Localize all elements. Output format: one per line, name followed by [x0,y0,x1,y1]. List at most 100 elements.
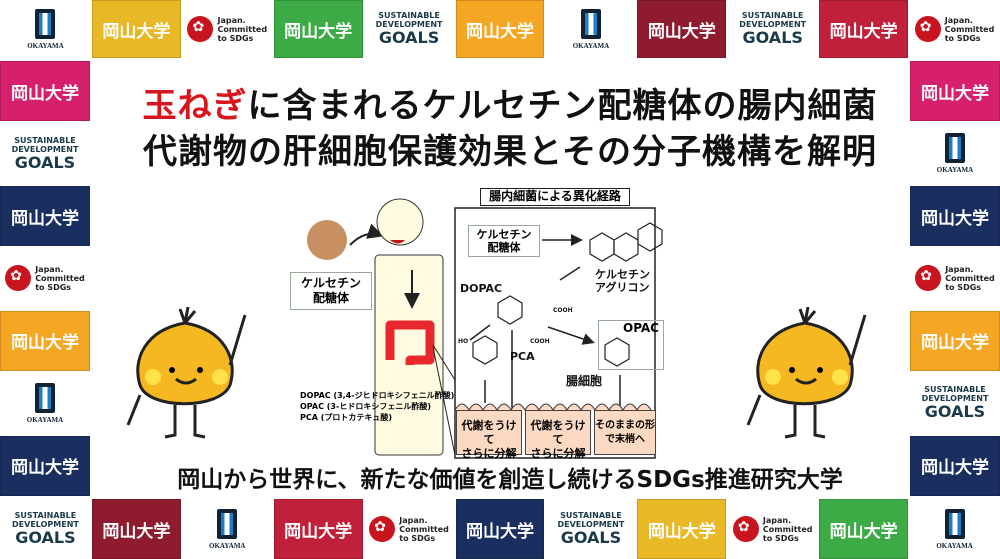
aglycone-label: ケルセチン アグリコン [595,268,650,294]
okayama-univ-label: 岡山大学 [465,521,534,542]
headline-highlight: 玉ねぎ [142,86,248,126]
okayama-univ-tile: 岡山大学 [819,499,909,559]
okayama-logo-text: OKAYAMA [936,166,974,175]
okayama-univ-label: 岡山大学 [921,458,989,479]
okayama-univ-label: 岡山大学 [647,521,716,542]
pca-ring [472,335,498,365]
okayama-univ-tile: 岡山大学 [637,499,727,559]
okayama-univ-label: 岡山大学 [102,521,171,542]
dopac-ring [497,295,523,325]
okayama-univ-label: 岡山大学 [921,208,989,229]
human-head [376,198,424,246]
pca-label: PCA [510,350,535,363]
okayama-logo-icon [580,8,601,39]
okayama-univ-tile: 岡山大学 [0,310,90,372]
japan-sdgs-icon [369,516,396,542]
okayama-logo-text: OKAYAMA [27,41,64,50]
okayama-logo-tile: OKAYAMA [546,0,635,58]
okayama-univ-label: 岡山大学 [465,21,534,42]
okayama-univ-label: 岡山大学 [11,208,79,229]
intestinal-cells-label: 腸細胞 [566,374,603,388]
okayama-logo-icon [945,133,965,164]
pca-cooh: COOH [530,338,550,345]
dopac-label: DOPAC [460,282,503,295]
fate-cell-2: 代謝をうけて さらに分解 [525,410,591,460]
legend-dopac: DOPAC (3,4-ジヒドロキシフェニル酢酸) [300,391,455,400]
okayama-univ-tile: 岡山大学 [0,61,90,122]
okayama-logo-text: OKAYAMA [572,41,610,50]
opac-label: OPAC [623,321,659,335]
okayama-logo-text: OKAYAMA [209,541,246,550]
abbreviation-legend: DOPAC (3,4-ジヒドロキシフェニル酢酸) OPAC (3-ヒドロキシフェ… [300,390,454,423]
opac-box: OPAC [598,320,664,370]
okayama-univ-label: 岡山大学 [921,333,989,354]
okayama-univ-tile: 岡山大学 [819,0,909,58]
okayama-logo-tile: OKAYAMA [0,373,90,433]
okayama-univ-label: 岡山大学 [829,21,898,42]
fate-cell-3: そのままの形 で末梢へ [594,410,656,455]
okayama-univ-tile: 岡山大学 [91,0,181,58]
okayama-logo-icon [35,8,56,39]
okayama-univ-label: 岡山大学 [102,21,171,42]
okayama-univ-tile: 岡山大学 [910,435,1000,496]
okayama-univ-tile: 岡山大学 [910,185,1000,247]
legend-opac: OPAC (3-ヒドロキシフェニル酢酸) [300,402,431,411]
japan-sdgs-icon [187,16,214,42]
okayama-logo-tile: OKAYAMA [183,499,272,559]
okayama-univ-tile: 岡山大学 [455,499,545,559]
okayama-univ-tile: 岡山大学 [91,499,181,559]
okayama-univ-tile: 岡山大学 [910,61,1000,122]
glycoside-box: ケルセチン 配糖体 [468,225,540,257]
pca-ho: HO [458,338,469,345]
okayama-univ-label: 岡山大学 [11,333,79,354]
slogan: 岡山から世界に、新たな価値を創造し続けるSDGs推進研究大学 [177,467,843,493]
okayama-logo-icon [217,508,238,539]
japan-sdgs-icon [5,265,32,292]
japan-sdgs-icon [914,16,941,42]
onion-mascot-left [126,306,247,439]
legend-pca: PCA (プロトカテキュ酸) [300,413,393,422]
okayama-logo-tile: OKAYAMA [910,499,999,559]
okayama-univ-label: 岡山大学 [829,521,898,542]
okayama-logo-icon [944,508,965,539]
okayama-univ-tile: 岡山大学 [273,0,363,58]
okayama-univ-tile: 岡山大学 [0,185,90,247]
japan-sdgs-icon [915,265,942,292]
headline-line-1: 玉ねぎに含まれるケルセチン配糖体の腸内細菌 [100,78,920,127]
onion-photo [307,220,347,260]
onion-mascot-right [746,306,867,439]
okayama-univ-tile: 岡山大学 [910,310,1000,372]
okayama-univ-label: 岡山大学 [284,21,353,42]
okayama-univ-tile: 岡山大学 [273,499,363,559]
okayama-univ-tile: 岡山大学 [0,435,90,496]
human-body [374,254,444,456]
japan-sdgs-icon [732,516,759,542]
intestine [385,320,435,365]
okayama-logo-text: OKAYAMA [936,541,973,550]
pathway-title: 腸内細菌による異化経路 [480,188,630,206]
okayama-univ-label: 岡山大学 [11,458,79,479]
okayama-logo-icon [35,382,55,413]
okayama-logo-tile: OKAYAMA [1,0,90,58]
